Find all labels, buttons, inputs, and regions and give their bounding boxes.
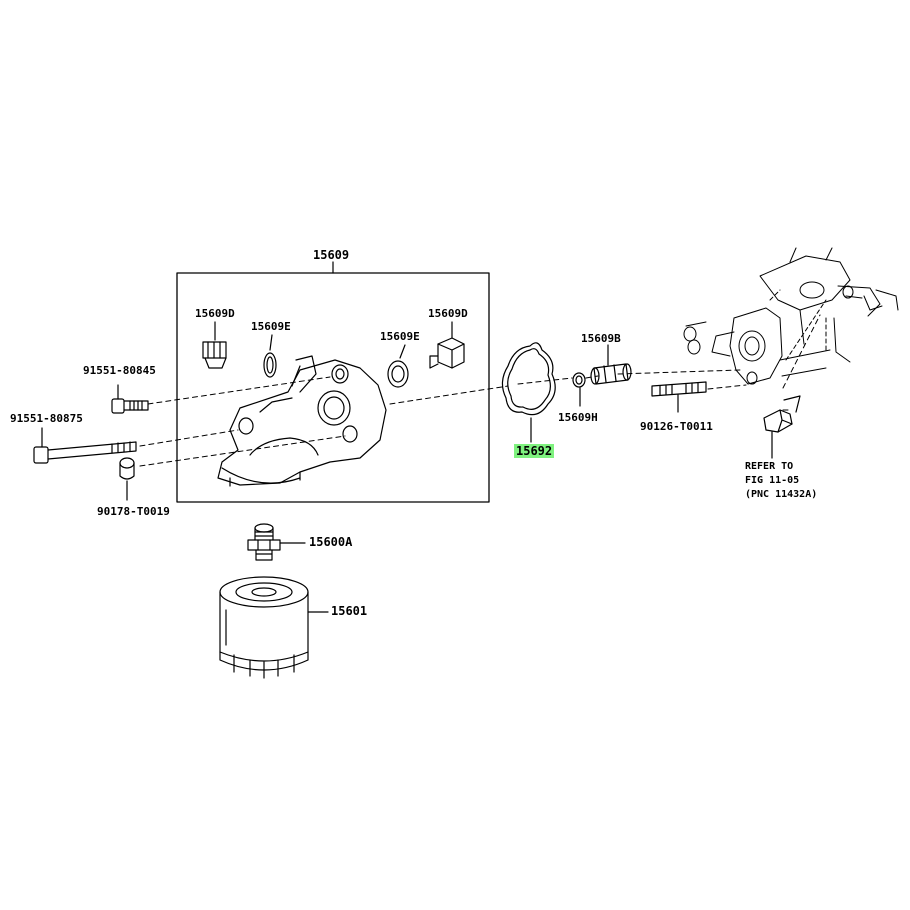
label-15609d-left: 15609D [195, 307, 235, 320]
oring-15609h-shape [572, 372, 586, 407]
label-15601: 15601 [331, 604, 368, 618]
filter-bracket-body [217, 355, 387, 487]
plug-15609d-left-shape [202, 321, 227, 369]
label-15609e-right: 15609E [380, 330, 420, 343]
union-15609b-shape [590, 344, 632, 385]
bolt-91551-80875-shape [33, 427, 137, 464]
label-15609e-left: 15609E [251, 320, 291, 333]
label-91551-80845: 91551-80845 [83, 364, 156, 377]
label-91551-80875: 91551-80875 [10, 412, 83, 425]
label-15609h: 15609H [558, 411, 598, 424]
highlight-15692: 15692 [514, 444, 555, 458]
washer-15609e-right-shape [387, 344, 409, 388]
washer-15609e-left-shape [263, 334, 277, 378]
label-15609d-right: 15609D [428, 307, 468, 320]
engine-dashed-links [769, 289, 827, 361]
reference-note: REFER TO FIG 11-05 (PNC 11432A) [745, 460, 817, 502]
oil-filter-15601-shape [219, 576, 329, 679]
note-line-2: FIG 11-05 [745, 475, 800, 486]
engine-block-outline [683, 247, 899, 385]
drain-plug-shape [763, 395, 801, 459]
label-15600a: 15600A [309, 535, 353, 549]
dashed-alignment-lines [139, 314, 821, 467]
note-line-1: REFER TO [745, 461, 794, 472]
collar-90178-shape [119, 457, 135, 501]
stud-90126-shape [651, 381, 707, 413]
plug-15609d-right-shape [429, 321, 465, 369]
label-90126-t0011: 90126-T0011 [640, 420, 713, 433]
gasket-15692-shape [501, 342, 556, 443]
union-bolt-15600a-shape [247, 523, 306, 561]
note-line-3: (PNC 11432A) [745, 489, 818, 500]
label-90178-t0019: 90178-T0019 [97, 505, 170, 518]
bolt-91551-80845-shape [111, 384, 149, 414]
label-15609b: 15609B [581, 332, 621, 345]
label-15692-highlighted[interactable]: 15692 [514, 444, 555, 458]
label-15609: 15609 [313, 248, 350, 262]
